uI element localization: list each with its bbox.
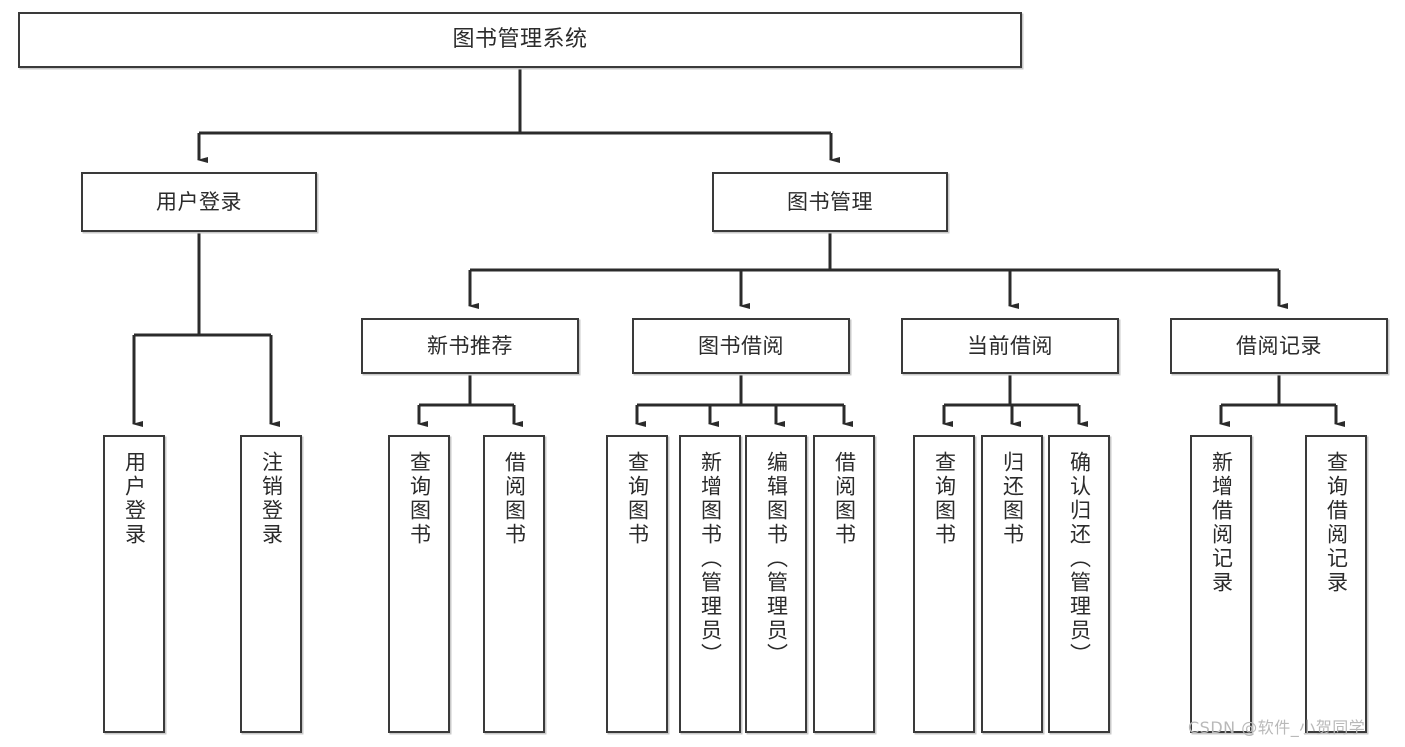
node-leaf-add-book[interactable]: 新增图书（管理员） [679,435,741,733]
node-root[interactable]: 图书管理系统 [18,12,1022,68]
node-leaf-query-record[interactable]: 查询借阅记录 [1305,435,1367,733]
node-leaf-borrow-book-label: 借阅图书 [832,451,857,547]
node-leaf-confirm-return[interactable]: 确认归还（管理员） [1048,435,1110,733]
node-book-borrow-label: 图书借阅 [698,333,784,358]
node-leaf-query-book-current-label: 查询图书 [932,451,957,547]
node-leaf-query-book-borrow-label: 查询图书 [625,451,650,547]
node-root-label: 图书管理系统 [452,27,588,53]
node-leaf-edit-book-label: 编辑图书（管理员） [764,451,789,667]
node-book-manage[interactable]: 图书管理 [712,172,948,232]
csdn-watermark: CSDN @软件_小贺同学 [1188,718,1366,737]
node-leaf-user-login-label: 用户登录 [122,451,147,547]
node-leaf-borrow-book-rec-label: 借阅图书 [502,451,527,547]
node-borrow-record-label: 借阅记录 [1236,333,1322,358]
node-leaf-confirm-return-label: 确认归还（管理员） [1067,451,1092,667]
node-leaf-query-book-current[interactable]: 查询图书 [913,435,975,733]
node-leaf-add-book-label: 新增图书（管理员） [698,451,723,667]
node-user-login[interactable]: 用户登录 [81,172,317,232]
node-book-manage-label: 图书管理 [787,189,873,214]
node-leaf-query-record-label: 查询借阅记录 [1324,451,1349,595]
node-leaf-return-book[interactable]: 归还图书 [981,435,1043,733]
node-leaf-query-book-borrow[interactable]: 查询图书 [606,435,668,733]
node-leaf-user-logout-label: 注销登录 [259,451,284,547]
node-new-book-rec[interactable]: 新书推荐 [361,318,579,374]
node-current-borrow[interactable]: 当前借阅 [901,318,1119,374]
node-current-borrow-label: 当前借阅 [967,333,1053,358]
node-leaf-return-book-label: 归还图书 [1000,451,1025,547]
node-leaf-add-record-label: 新增借阅记录 [1209,451,1234,595]
node-leaf-query-book-rec[interactable]: 查询图书 [388,435,450,733]
node-new-book-rec-label: 新书推荐 [427,333,513,358]
node-user-login-label: 用户登录 [156,189,242,214]
node-leaf-query-book-rec-label: 查询图书 [407,451,432,547]
node-leaf-borrow-book[interactable]: 借阅图书 [813,435,875,733]
node-leaf-user-logout[interactable]: 注销登录 [240,435,302,733]
node-leaf-add-record[interactable]: 新增借阅记录 [1190,435,1252,733]
node-borrow-record[interactable]: 借阅记录 [1170,318,1388,374]
node-book-borrow[interactable]: 图书借阅 [632,318,850,374]
node-leaf-edit-book[interactable]: 编辑图书（管理员） [745,435,807,733]
node-leaf-borrow-book-rec[interactable]: 借阅图书 [483,435,545,733]
node-leaf-user-login[interactable]: 用户登录 [103,435,165,733]
